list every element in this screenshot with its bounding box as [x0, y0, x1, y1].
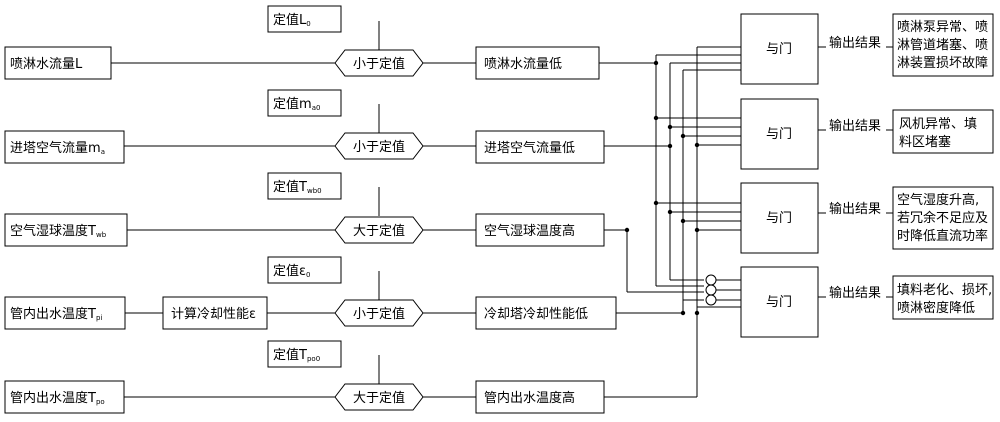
setpoint-box: 定值Twb0 — [267, 172, 342, 200]
and-gate: 与门 — [740, 182, 819, 254]
svg-text:风机异常、填: 风机异常、填 — [899, 117, 977, 132]
condition-box: 喷淋水流量低 — [475, 46, 600, 80]
svg-text:喷淋水流量L: 喷淋水流量L — [10, 57, 83, 72]
and-gate: 与门 — [740, 13, 819, 85]
svg-text:淋装置损坏故障: 淋装置损坏故障 — [897, 56, 988, 71]
svg-text:定值ma0: 定值ma0 — [273, 96, 320, 112]
and-gate: 与门 — [740, 98, 819, 170]
input-box: 空气湿球温度Twb — [4, 213, 128, 247]
junction-dots — [624, 60, 700, 316]
comparator: 小于定值 — [334, 299, 424, 327]
output-label: 输出结果 — [826, 34, 886, 52]
svg-text:输出结果: 输出结果 — [829, 35, 881, 51]
svg-text:与门: 与门 — [766, 295, 792, 310]
negation-circles — [705, 274, 741, 306]
condition-box: 冷却塔冷却性能低 — [475, 296, 617, 330]
svg-text:料区堵塞: 料区堵塞 — [899, 134, 951, 150]
setpoint-box: 定值ε0 — [267, 256, 342, 284]
comparator: 大于定值 — [334, 383, 424, 411]
svg-text:空气湿球温度Twb: 空气湿球温度Twb — [10, 223, 107, 239]
input-box: 喷淋水流量L — [4, 46, 112, 80]
svg-text:与门: 与门 — [766, 42, 792, 57]
svg-text:进塔空气流量低: 进塔空气流量低 — [484, 140, 575, 156]
comparator: 小于定值 — [334, 132, 424, 160]
svg-text:与门: 与门 — [766, 211, 792, 226]
comparator: 小于定值 — [334, 49, 424, 77]
and-gate: 与门 — [740, 266, 819, 338]
svg-text:输出结果: 输出结果 — [829, 118, 881, 134]
svg-text:喷淋密度降低: 喷淋密度降低 — [897, 300, 975, 316]
svg-text:淋管道堵塞、喷: 淋管道堵塞、喷 — [897, 37, 988, 53]
svg-text:定值L0: 定值L0 — [273, 12, 311, 28]
svg-text:冷却塔冷却性能低: 冷却塔冷却性能低 — [484, 307, 588, 322]
svg-text:定值ε0: 定值ε0 — [273, 263, 311, 279]
svg-text:空气湿度升高,: 空气湿度升高, — [897, 192, 979, 208]
input-box: 进塔空气流量ma — [4, 130, 125, 164]
svg-text:定值Tpo0: 定值Tpo0 — [273, 347, 320, 363]
result-box: 喷淋泵异常、喷 淋管道堵塞、喷 淋装置损坏故障 — [892, 13, 994, 77]
setpoint-box: 定值L0 — [267, 5, 342, 33]
svg-text:时降低直流功率: 时降低直流功率 — [897, 228, 988, 244]
svg-text:大于定值: 大于定值 — [353, 390, 405, 406]
svg-text:喷淋泵异常、喷: 喷淋泵异常、喷 — [897, 20, 988, 35]
result-box: 风机异常、填 料区堵塞 — [892, 109, 994, 154]
svg-text:若冗余不足应及: 若冗余不足应及 — [897, 210, 988, 226]
svg-text:大于定值: 大于定值 — [353, 223, 405, 239]
svg-text:小于定值: 小于定值 — [353, 56, 405, 72]
input-box: 管内出水温度Tpo — [4, 380, 125, 414]
setpoint-box: 定值ma0 — [267, 89, 342, 117]
svg-text:管内出水温度Tpi: 管内出水温度Tpi — [10, 306, 102, 322]
result-box: 空气湿度升高, 若冗余不足应及 时降低直流功率 — [892, 186, 994, 250]
svg-text:输出结果: 输出结果 — [829, 201, 881, 217]
input-box: 管内出水温度Tpi — [4, 296, 126, 330]
svg-text:管内出水温度高: 管内出水温度高 — [484, 390, 575, 406]
setpoint-box: 定值Tpo0 — [267, 340, 342, 368]
svg-text:小于定值: 小于定值 — [353, 306, 405, 322]
connection-lines — [111, 21, 893, 398]
condition-box: 进塔空气流量低 — [475, 130, 605, 164]
output-label: 输出结果 — [826, 200, 886, 218]
svg-text:计算冷却性能ε: 计算冷却性能ε — [171, 307, 256, 322]
svg-text:喷淋水流量低: 喷淋水流量低 — [484, 57, 562, 72]
svg-text:填料老化、损坏,: 填料老化、损坏, — [897, 283, 992, 298]
svg-text:空气湿球温度高: 空气湿球温度高 — [484, 223, 575, 239]
output-label: 输出结果 — [826, 284, 886, 302]
svg-text:与门: 与门 — [766, 127, 792, 142]
calc-box: 计算冷却性能ε — [162, 296, 268, 330]
comparator: 大于定值 — [334, 216, 424, 244]
condition-box: 空气湿球温度高 — [475, 213, 605, 247]
svg-text:定值Twb0: 定值Twb0 — [273, 179, 322, 195]
svg-text:管内出水温度Tpo: 管内出水温度Tpo — [10, 390, 105, 406]
output-label: 输出结果 — [826, 117, 886, 135]
svg-text:输出结果: 输出结果 — [829, 285, 881, 301]
svg-text:小于定值: 小于定值 — [353, 139, 405, 155]
result-box: 填料老化、损坏, 喷淋密度降低 — [892, 275, 994, 320]
svg-text:进塔空气流量ma: 进塔空气流量ma — [10, 140, 105, 156]
condition-box: 管内出水温度高 — [475, 380, 605, 414]
